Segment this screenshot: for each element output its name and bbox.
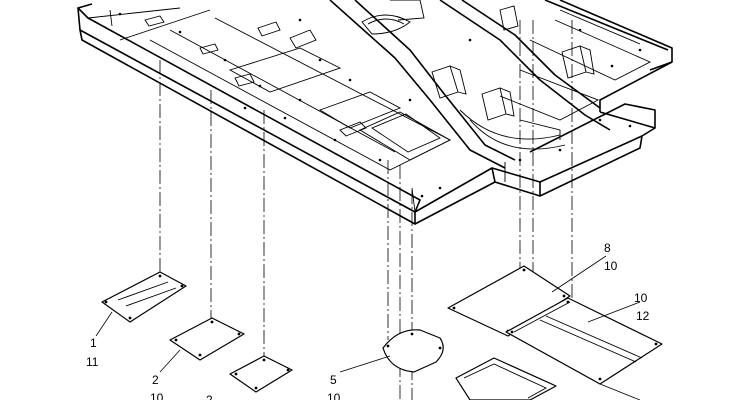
callout-2b: 2 bbox=[206, 393, 213, 400]
callout-8: 8 10 bbox=[604, 241, 618, 273]
callout-2: 2 10 bbox=[150, 373, 164, 400]
assembly-lines bbox=[159, 20, 573, 400]
callout-quantity: 10 bbox=[604, 259, 618, 273]
callout-quantity: 11 bbox=[86, 355, 99, 369]
floor-plate-1 bbox=[101, 271, 187, 323]
main-frame bbox=[77, 0, 673, 225]
callout-part-number: 8 bbox=[604, 241, 611, 255]
callout-10: 10 12 bbox=[634, 291, 650, 323]
leader-lines bbox=[95, 255, 641, 400]
callout-quantity: 12 bbox=[636, 309, 650, 323]
callout-part-number: 2 bbox=[152, 373, 159, 387]
floor-plate-3 bbox=[229, 355, 293, 393]
callout-part-number: 5 bbox=[330, 373, 337, 387]
callout-part-number: 10 bbox=[634, 291, 648, 305]
floor-plate-8 bbox=[447, 265, 571, 337]
floor-plate-2 bbox=[169, 317, 245, 361]
floor-plate-10 bbox=[505, 297, 663, 385]
callout-1: 1 11 bbox=[86, 336, 99, 369]
callout-5: 5 10 bbox=[327, 373, 341, 400]
callout-part-number: 2 bbox=[206, 393, 213, 400]
callout-quantity: 10 bbox=[327, 391, 341, 400]
callout-quantity: 10 bbox=[150, 391, 164, 400]
frame-bolts bbox=[118, 12, 642, 198]
seal-frame bbox=[455, 357, 557, 400]
access-cover-5 bbox=[382, 329, 444, 373]
callout-part-number: 1 bbox=[90, 336, 97, 350]
